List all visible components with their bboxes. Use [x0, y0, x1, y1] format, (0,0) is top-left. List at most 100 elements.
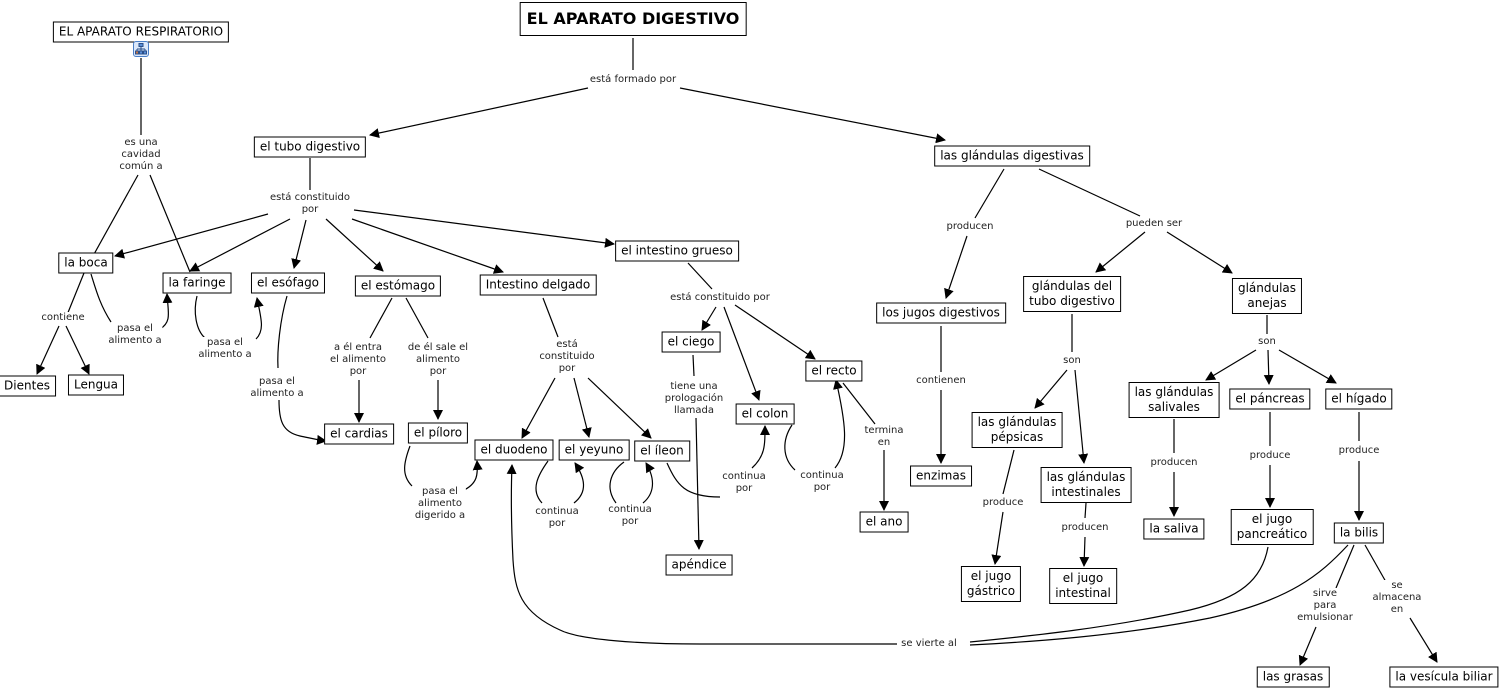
link-line	[149, 174, 191, 273]
link-line	[1166, 231, 1233, 274]
concept-jugo-intestinal[interactable]: el jugo intestinal	[1049, 568, 1117, 604]
nested-concept-map-icon[interactable]	[133, 41, 149, 57]
link-curve	[573, 462, 585, 504]
link-line	[66, 272, 85, 316]
link-phrase-tiene-una-prologacion: tiene una prologación llamada	[663, 381, 725, 417]
concept-jugo-gastrico[interactable]: el jugo gástrico	[960, 566, 1022, 602]
link-phrase-esta-constituido-tubo: está constituido por	[269, 192, 351, 216]
concept-glandulas-intestinales[interactable]: las glándulas intestinales	[1040, 467, 1132, 503]
concept-la-saliva[interactable]: la saliva	[1143, 518, 1205, 540]
link-line	[351, 218, 504, 274]
link-phrase-produce-higado: produce	[1337, 445, 1381, 457]
link-line	[1263, 349, 1274, 385]
link-curve	[751, 425, 770, 469]
concept-la-faringe[interactable]: la faringe	[162, 272, 232, 294]
link-phrase-sirve-para-emulsionar: sirve para emulsionar	[1296, 588, 1354, 624]
concept-el-yeyuno[interactable]: el yeyuno	[558, 439, 630, 461]
link-curve	[666, 462, 721, 498]
concept-apendice[interactable]: apéndice	[665, 554, 733, 576]
concept-aparato-digestivo[interactable]: EL APARATO DIGESTIVO	[519, 2, 747, 36]
concept-jugos-digestivos[interactable]: los jugos digestivos	[876, 302, 1006, 324]
link-line	[1002, 449, 1015, 495]
link-phrase-esta-formado-por: está formado por	[588, 74, 678, 86]
concept-enzimas[interactable]: enzimas	[910, 465, 972, 487]
link-line	[369, 297, 393, 339]
link-line	[521, 377, 556, 439]
link-phrase-son-tubo: son	[1062, 355, 1082, 367]
link-curve	[253, 297, 264, 340]
link-line	[1278, 349, 1337, 384]
link-curve	[535, 460, 549, 504]
concept-la-boca[interactable]: la boca	[58, 252, 114, 274]
concept-glandulas-anejas[interactable]: glándulas anejas	[1231, 278, 1303, 314]
concept-el-duodeno[interactable]: el duodeno	[474, 439, 554, 461]
link-line	[734, 304, 816, 360]
concept-glandulas-salivales[interactable]: las glándulas salivales	[1128, 382, 1220, 418]
concept-el-pancreas[interactable]: el páncreas	[1229, 388, 1311, 410]
link-phrase-son-anejas: son	[1257, 336, 1277, 348]
link-line	[92, 174, 139, 257]
link-line	[1095, 231, 1146, 273]
link-curve	[642, 462, 655, 504]
link-line	[325, 218, 384, 272]
link-line	[1074, 369, 1089, 464]
link-line	[991, 511, 1004, 565]
concept-el-piloro[interactable]: el píloro	[407, 422, 469, 444]
link-curve	[506, 464, 897, 645]
link-curve	[194, 295, 206, 339]
link-phrase-pasa-el-alimento-boca: pasa el alimento a	[107, 323, 163, 347]
link-curve	[609, 461, 625, 504]
concept-el-ileon[interactable]: el íleon	[634, 440, 690, 462]
link-line	[679, 87, 946, 144]
link-phrase-continua-por-4: continua por	[799, 470, 845, 494]
link-phrase-produce-pancreas: produce	[1248, 450, 1292, 462]
link-line	[1038, 168, 1141, 217]
concept-el-esofago[interactable]: el esófago	[250, 272, 326, 294]
concept-aparato-respiratorio[interactable]: EL APARATO RESPIRATORIO	[52, 21, 230, 43]
link-line	[723, 306, 761, 401]
concept-dientes[interactable]: Dientes	[0, 375, 56, 397]
link-line	[1034, 369, 1068, 409]
concept-glandulas-pepsicas[interactable]: las glándulas pépsicas	[971, 412, 1063, 448]
link-curve	[90, 273, 112, 323]
link-phrase-a-el-entra: a él entra el alimento por	[328, 342, 388, 378]
link-line	[36, 325, 60, 375]
concept-intestino-delgado[interactable]: Intestino delgado	[479, 274, 597, 296]
concept-las-grasas[interactable]: las grasas	[1256, 666, 1330, 688]
link-phrase-pasa-el-alimento-faringe: pasa el alimento a	[197, 337, 253, 361]
link-phrase-de-el-sale: de él sale el alimento por	[406, 342, 470, 378]
concept-glandulas-tubo-digestivo[interactable]: glándulas del tubo digestivo	[1023, 276, 1121, 312]
link-phrase-contiene: contiene	[40, 312, 86, 324]
concept-vesicula-biliar[interactable]: la vesícula biliar	[1389, 666, 1499, 688]
concept-el-ciego[interactable]: el ciego	[661, 331, 721, 353]
link-phrase-continua-por-3: continua por	[721, 471, 767, 495]
link-curve	[404, 445, 413, 487]
concept-el-estomago[interactable]: el estómago	[354, 275, 442, 297]
link-line	[573, 377, 592, 438]
concept-jugo-pancreatico[interactable]: el jugo pancreático	[1230, 509, 1314, 545]
link-phrase-produce-pepsicas: produce	[981, 497, 1025, 509]
link-line	[1335, 544, 1355, 589]
concept-lengua[interactable]: Lengua	[67, 374, 125, 396]
concept-el-cardias[interactable]: el cardias	[324, 423, 394, 445]
link-curve	[969, 544, 1349, 646]
link-line	[692, 354, 695, 377]
concept-el-recto[interactable]: el recto	[805, 360, 863, 382]
link-line	[65, 325, 90, 375]
link-line	[369, 87, 589, 138]
concept-tubo-digestivo[interactable]: el tubo digestivo	[253, 136, 367, 158]
link-phrase-continua-por-1: continua por	[534, 506, 580, 530]
link-line	[405, 297, 429, 339]
link-phrase-contienen: contienen	[915, 375, 967, 387]
link-line	[189, 218, 291, 272]
link-line	[693, 417, 704, 550]
link-line	[1079, 536, 1090, 567]
concept-intestino-grueso[interactable]: el intestino grueso	[615, 240, 739, 262]
link-phrase-se-almacena-en: se almacena en	[1371, 580, 1423, 616]
concept-el-ano[interactable]: el ano	[859, 511, 909, 533]
link-line	[291, 219, 307, 269]
concept-la-bilis[interactable]: la bilis	[1333, 522, 1385, 544]
concept-el-higado[interactable]: el hígado	[1325, 388, 1393, 410]
concept-glandulas-digestivas[interactable]: las glándulas digestivas	[934, 145, 1090, 167]
concept-el-colon[interactable]: el colon	[735, 403, 795, 425]
